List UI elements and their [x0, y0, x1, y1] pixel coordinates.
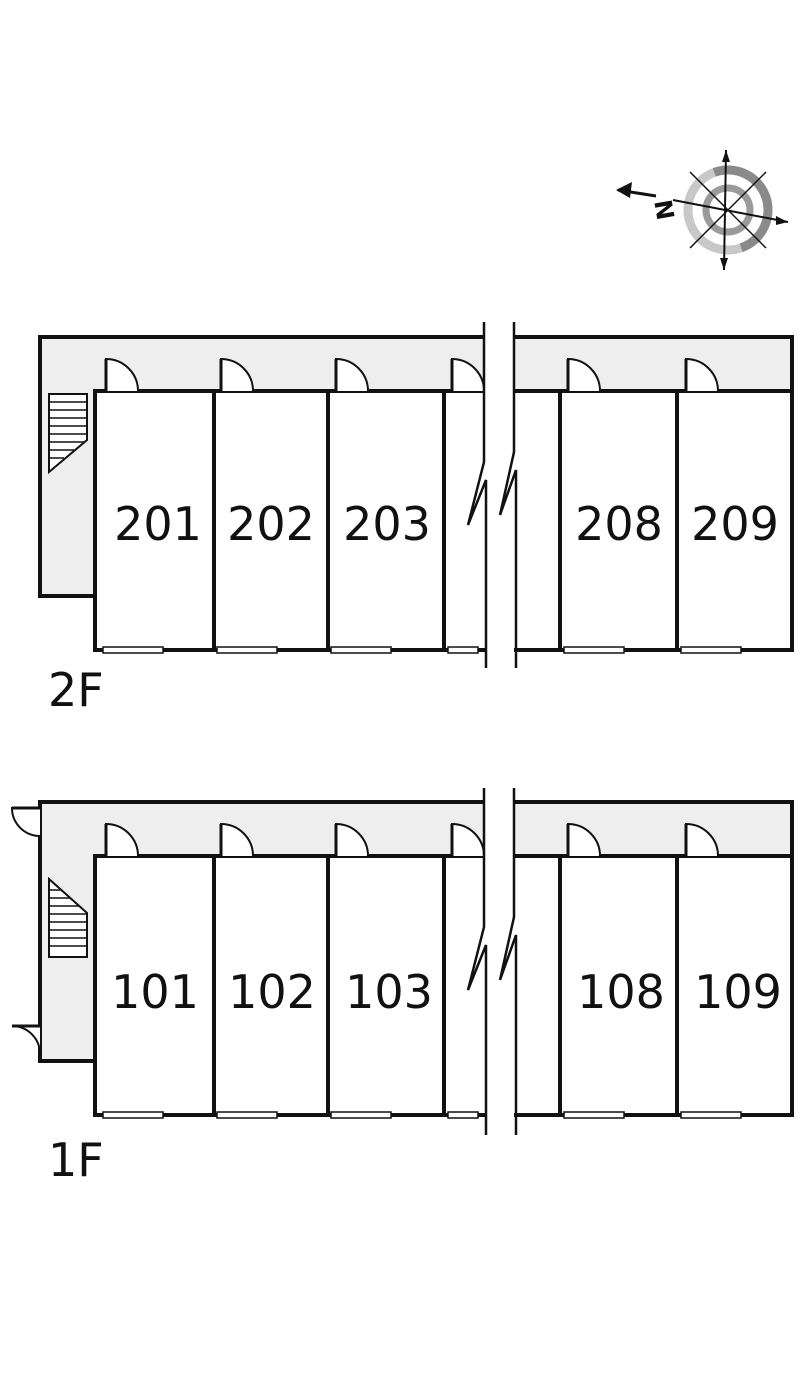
unit-label: 202	[227, 497, 315, 551]
unit-label: 208	[575, 497, 663, 551]
door-icon	[219, 357, 254, 392]
floor-1f-plan: 101 102 103 108 109 1F	[10, 788, 794, 1187]
door-icon	[104, 357, 139, 392]
door-icon	[334, 822, 369, 857]
unit-label: 109	[694, 965, 782, 1019]
door-icon	[684, 357, 719, 392]
window-icon	[102, 1111, 742, 1119]
unit-label: 101	[111, 965, 199, 1019]
door-icon	[219, 822, 254, 857]
stairs-icon	[48, 876, 88, 958]
unit-label: 201	[114, 497, 202, 551]
door-icon	[684, 822, 719, 857]
break-line	[466, 788, 520, 1135]
unit-label: 203	[343, 497, 431, 551]
compass-north-label: N	[648, 198, 679, 223]
entrance-door-icon	[10, 806, 41, 1055]
floor-2f-plan: 201 202 203 208 209 2F	[38, 322, 794, 717]
floor-label: 1F	[48, 1133, 104, 1187]
compass-icon: N	[616, 149, 789, 271]
unit-label: 103	[345, 965, 433, 1019]
break-line	[466, 322, 520, 668]
unit-label: 108	[577, 965, 665, 1019]
window-icon	[102, 646, 742, 654]
door-icon	[334, 357, 369, 392]
door-icon	[566, 357, 601, 392]
stairs-icon	[48, 393, 88, 475]
unit-label: 102	[228, 965, 316, 1019]
door-icon	[566, 822, 601, 857]
unit-label: 209	[691, 497, 779, 551]
floor-label: 2F	[48, 663, 104, 717]
door-icon	[104, 822, 139, 857]
